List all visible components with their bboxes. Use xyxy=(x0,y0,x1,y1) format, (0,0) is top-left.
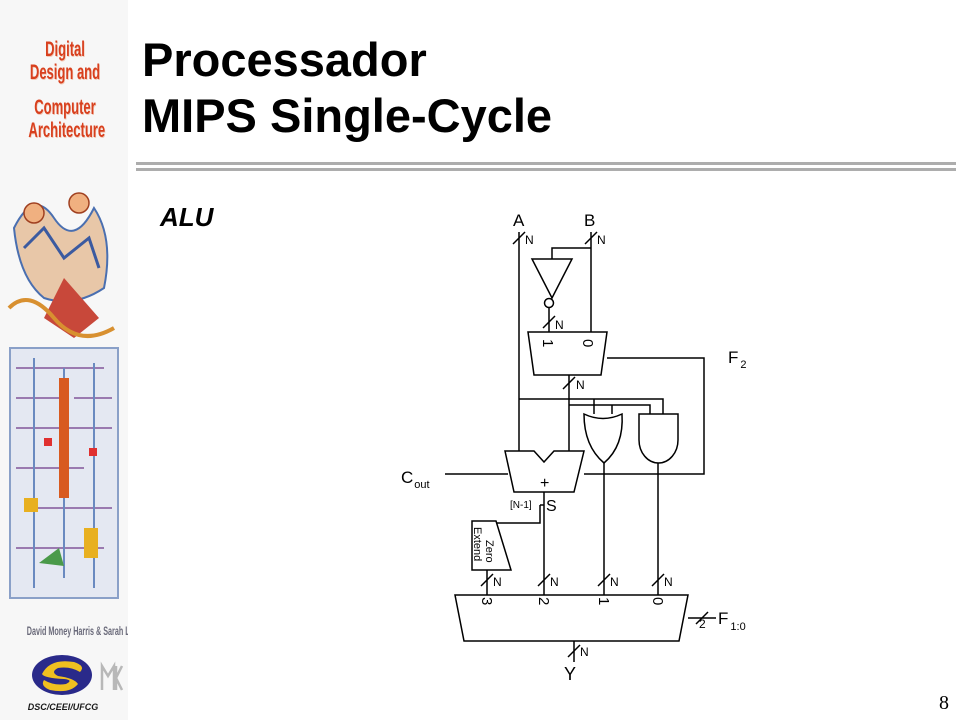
title-rule-top xyxy=(136,162,956,165)
input-mux xyxy=(527,331,608,376)
label-extend: Extend xyxy=(471,527,483,561)
wire-f2 xyxy=(584,357,705,475)
wire-a-to-gates xyxy=(519,398,664,414)
sidebar: Digital Design and Computer Architecture… xyxy=(0,0,128,720)
label-width-zext: N xyxy=(493,575,502,589)
label-out-mux-0: 0 xyxy=(649,597,666,605)
label-input-a: A xyxy=(513,211,525,230)
slide-title: Processador MIPS Single-Cycle xyxy=(142,32,552,144)
inverter-gate xyxy=(530,258,574,309)
label-adder-plus: + xyxy=(540,475,549,492)
label-out-mux-1: 1 xyxy=(595,597,612,605)
bus-slashes xyxy=(480,231,709,658)
or-gate xyxy=(583,412,623,464)
cover-illustration xyxy=(7,192,119,599)
label-width-and: N xyxy=(664,575,673,589)
label-width-sum: N xyxy=(550,575,559,589)
org-label: DSC/CEEI/UFCG xyxy=(27,702,99,712)
label-cout: Cout xyxy=(401,468,430,491)
label-width-a: N xyxy=(525,233,534,247)
slide-title-line1: Processador xyxy=(142,33,427,86)
slide-title-line2: MIPS Single-Cycle xyxy=(142,89,553,142)
cover-people-art xyxy=(7,192,115,338)
zero-extend-block xyxy=(471,520,513,571)
label-msb: [N-1] xyxy=(510,500,532,511)
label-width-b: N xyxy=(597,233,606,247)
label-mux-in-1: 1 xyxy=(539,339,556,347)
label-width-mux: N xyxy=(576,378,585,392)
label-output-y: Y xyxy=(564,664,576,684)
wire-b-to-inverter xyxy=(551,247,591,259)
book-title-line1: Digital Design and xyxy=(29,38,101,84)
book-title: Digital Design and Computer Architecture xyxy=(28,38,106,142)
wire-b-to-and xyxy=(569,404,651,414)
title-rule-bottom xyxy=(136,168,956,171)
page-number: 8 xyxy=(939,692,949,714)
label-width-inv: N xyxy=(555,318,564,332)
book-title-line2: Computer Architecture xyxy=(28,96,106,142)
adder xyxy=(504,450,585,493)
label-width-y: N xyxy=(580,645,589,659)
output-mux xyxy=(454,594,689,642)
label-zero: Zero xyxy=(483,540,495,563)
publisher-logo xyxy=(100,661,124,691)
label-mux-in-0: 0 xyxy=(579,339,596,347)
label-control-width: 2 xyxy=(699,617,706,631)
cover-circuit-art xyxy=(9,347,119,599)
label-sum: S xyxy=(546,498,557,515)
label-out-mux-3: 3 xyxy=(478,597,495,605)
and-gate xyxy=(638,413,679,464)
label-width-or: N xyxy=(610,575,619,589)
book-authors: David Money Harris & Sarah L. Harris xyxy=(26,624,128,638)
label-out-mux-2: 2 xyxy=(535,597,552,605)
section-label: ALU xyxy=(160,202,214,232)
label-input-b: B xyxy=(584,211,595,230)
publisher-mark xyxy=(100,660,124,694)
ufcg-logo xyxy=(32,655,92,695)
